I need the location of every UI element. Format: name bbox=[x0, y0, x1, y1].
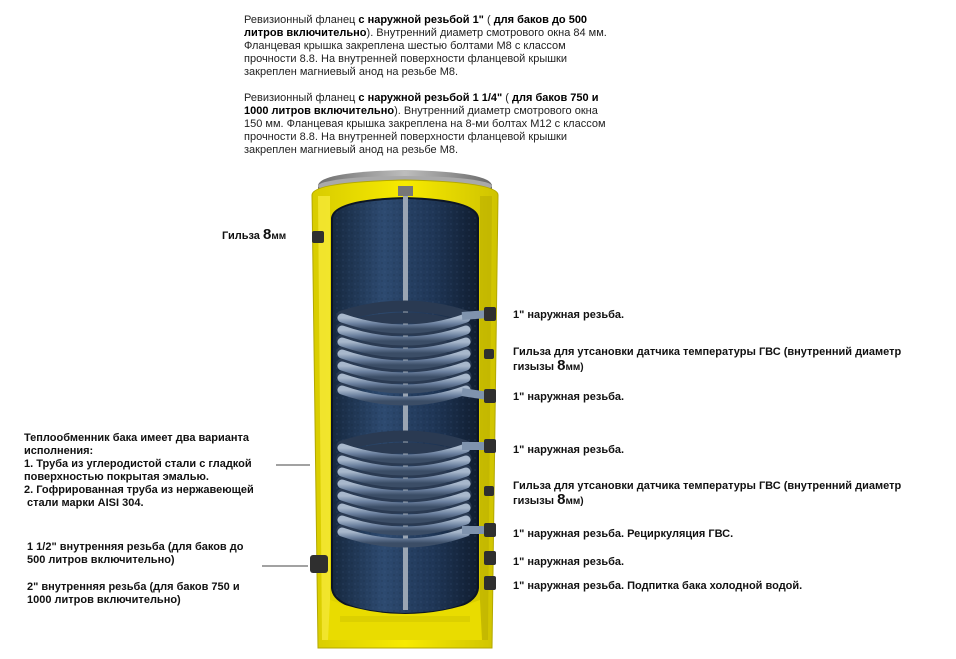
lower-coil bbox=[336, 430, 472, 548]
right-fittings bbox=[484, 307, 496, 590]
sleeve-label-left: Гильза 8мм bbox=[222, 226, 287, 243]
label-cold-water-inlet: 1" наружная резьба. Подпитка бака холодн… bbox=[513, 580, 803, 592]
label-recirculation: 1" наружная резьба. Рециркуляция ГВС. bbox=[513, 528, 734, 540]
upper-coil bbox=[336, 300, 472, 406]
label-thread-3: 1" наружная резьба. bbox=[513, 444, 625, 456]
leader-lines bbox=[262, 464, 310, 567]
thread-note-large-tanks: 2" внутренняя резьба (для баков 750 и 10… bbox=[27, 581, 240, 606]
left-fittings bbox=[310, 231, 328, 573]
flange-description-1: Ревизионный фланец с наружной резьбой 1"… bbox=[244, 14, 607, 78]
label-sensor-sleeve-1: Гильза для утсановки датчика температуры… bbox=[513, 346, 902, 374]
thread-note-small-tanks: 1 1/2" внутренняя резьба (для баков до 5… bbox=[27, 541, 244, 566]
label-thread-4: 1" наружная резьба. bbox=[513, 556, 625, 568]
label-thread-2: 1" наружная резьба. bbox=[513, 391, 625, 403]
label-sensor-sleeve-2: Гильза для утсановки датчика температуры… bbox=[513, 480, 902, 508]
flange-description-2: Ревизионный фланец с наружной резьбой 1 … bbox=[244, 92, 606, 156]
heat-exchanger-note: Теплообменник бака имеет два варианта ис… bbox=[24, 432, 254, 509]
label-thread-1: 1" наружная резьба. bbox=[513, 309, 625, 321]
